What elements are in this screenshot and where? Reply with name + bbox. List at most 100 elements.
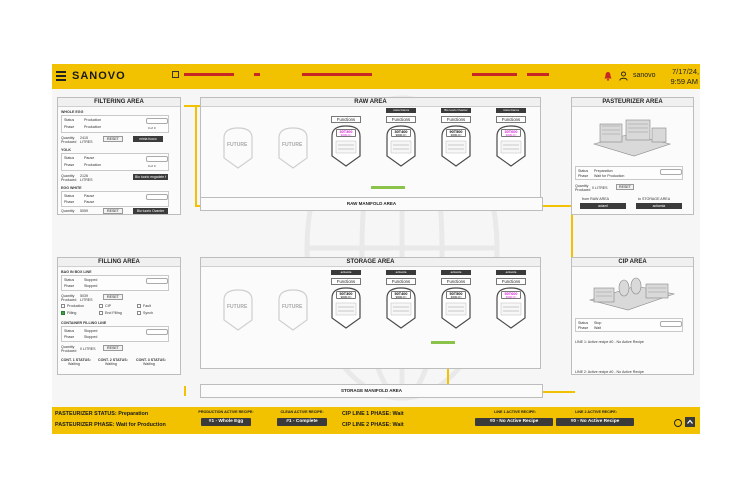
status-field[interactable] bbox=[146, 278, 168, 284]
functions-button[interactable]: Functions bbox=[496, 278, 526, 285]
panel-title: FILLING AREA bbox=[58, 258, 180, 267]
phase-label: Phase bbox=[64, 284, 75, 288]
status-field[interactable] bbox=[146, 118, 168, 124]
status-bar: PASTEURIZER STATUS: Preparation PASTEURI… bbox=[52, 407, 700, 434]
chevron-up-icon[interactable] bbox=[685, 417, 695, 427]
quantity-value: 2415 bbox=[80, 136, 88, 140]
functions-button[interactable]: Functions bbox=[441, 278, 471, 285]
checkbox-label: Filling bbox=[67, 311, 77, 315]
bell-icon[interactable] bbox=[603, 71, 613, 81]
menu-icon[interactable] bbox=[56, 71, 66, 81]
checkbox[interactable] bbox=[61, 311, 65, 315]
functions-button[interactable]: Functions bbox=[386, 278, 416, 285]
cip-line2-status: LINE 2: Active recipe #0 - No Active Rec… bbox=[575, 370, 644, 374]
date: 7/17/24, bbox=[672, 67, 700, 76]
alarm-strip[interactable] bbox=[172, 71, 582, 80]
container-status: Status Stopped Phase Stopped bbox=[61, 326, 169, 342]
tank-volume: 9000.0 l bbox=[395, 133, 407, 137]
status-label: Status bbox=[64, 156, 75, 160]
status-value: Pause bbox=[84, 156, 95, 160]
tank-recipe-button[interactable]: mista bianca bbox=[386, 108, 416, 113]
info-icon[interactable] bbox=[674, 419, 682, 427]
pipe bbox=[543, 391, 575, 393]
tank-recipe-button[interactable]: actiamla bbox=[386, 270, 416, 275]
checkbox[interactable] bbox=[99, 304, 103, 308]
destination-button[interactable]: Bio tuorlo engadele f bbox=[133, 174, 168, 180]
destination-button[interactable]: Bio tuorlo Ovanter bbox=[133, 208, 168, 214]
line-label: EGG WHITE bbox=[61, 186, 82, 190]
phase-label: Phase bbox=[64, 200, 75, 204]
cip-line1-phase: CIP LINE 1 PHASE: Wait bbox=[342, 411, 404, 417]
future-tank bbox=[221, 126, 255, 170]
status-field[interactable] bbox=[146, 329, 168, 335]
user-icon[interactable] bbox=[619, 71, 628, 81]
valve-bar[interactable] bbox=[371, 186, 405, 189]
storage-manifold-area[interactable]: STORAGE MANIFOLD AREA bbox=[200, 384, 543, 398]
status-label: Status bbox=[578, 321, 589, 325]
tank-recipe-button[interactable]: actiamla bbox=[331, 270, 361, 275]
phase-value: Production bbox=[84, 163, 102, 167]
pasteurizer-status: PASTEURIZER STATUS: Preparation bbox=[55, 411, 149, 417]
reset-button[interactable]: RESET bbox=[616, 184, 634, 190]
filtering-area-panel: FILTERING AREA WHOLE EGG Status Producti… bbox=[57, 97, 181, 215]
tank-volume: 9000.0 l bbox=[395, 295, 407, 299]
checkbox[interactable] bbox=[61, 304, 65, 308]
line1-recipe-badge[interactable]: #0 - No Active Recipe bbox=[475, 418, 553, 426]
checkbox[interactable] bbox=[137, 304, 141, 308]
destination-button[interactable]: mixta fuoco bbox=[133, 136, 163, 142]
panel-title: RAW AREA bbox=[201, 98, 540, 107]
raw-manifold-area[interactable]: RAW MANIFOLD AREA bbox=[200, 197, 543, 211]
reset-button[interactable]: RESET bbox=[103, 208, 123, 214]
production-recipe-badge[interactable]: #1 - Whole Egg bbox=[201, 418, 251, 426]
from-raw-button[interactable]: aciaml bbox=[580, 203, 626, 209]
functions-button[interactable]: Functions bbox=[331, 116, 361, 123]
checkbox[interactable] bbox=[99, 311, 103, 315]
line1-recipe-label: LINE 1 ACTIVE RECIPE: bbox=[494, 410, 536, 414]
tank-volume: 3000.0 l bbox=[505, 133, 517, 137]
reset-button[interactable]: RESET bbox=[103, 345, 123, 351]
status-field[interactable] bbox=[660, 169, 682, 175]
quantity-label: Quantity bbox=[61, 345, 75, 349]
reset-button[interactable]: RESET bbox=[103, 294, 123, 300]
checkbox[interactable] bbox=[137, 311, 141, 315]
pasteurizer-area-panel: PASTEURIZER AREA Status Preparation Phas… bbox=[571, 97, 694, 215]
tank-recipe-button[interactable]: actiamla bbox=[441, 270, 471, 275]
tank-recipe-button[interactable]: actiamla bbox=[496, 270, 526, 275]
tank-volume: 3000.0 l bbox=[450, 133, 462, 137]
tank-recipe-button[interactable]: mista bianca bbox=[496, 108, 526, 113]
tank-recipe-button[interactable]: Bio tuorlo Ovanter bbox=[441, 108, 471, 113]
status-field[interactable] bbox=[146, 194, 168, 200]
phase-value: Stopped bbox=[84, 335, 98, 339]
clean-recipe-badge[interactable]: #1 - Complete bbox=[277, 418, 327, 426]
phase-label: Phase bbox=[64, 335, 75, 339]
functions-button[interactable]: Functions bbox=[331, 278, 361, 285]
future-label: FUTURE bbox=[227, 304, 248, 310]
line2-recipe-badge[interactable]: #0 - No Active Recipe bbox=[556, 418, 634, 426]
functions-button[interactable]: Functions bbox=[441, 116, 471, 123]
tank-id: 50T300 bbox=[339, 292, 353, 296]
tank-id: 50T400 bbox=[394, 292, 408, 296]
valve-bar[interactable] bbox=[431, 341, 455, 344]
unit: LITRES bbox=[80, 178, 93, 182]
phase-value: Wait bbox=[594, 326, 602, 330]
status-field[interactable] bbox=[660, 321, 682, 327]
to-storage-button[interactable]: actiamla bbox=[636, 203, 682, 209]
status-field[interactable] bbox=[146, 156, 168, 162]
quantity-label: Quantity bbox=[61, 174, 75, 178]
functions-button[interactable]: Functions bbox=[496, 116, 526, 123]
tank-volume: 9000.0 l bbox=[340, 295, 352, 299]
tank-id: 30T600 bbox=[504, 130, 518, 134]
functions-button[interactable]: Functions bbox=[386, 116, 416, 123]
panel-title: CIP AREA bbox=[572, 258, 693, 267]
pipe bbox=[543, 205, 573, 207]
reset-button[interactable]: RESET bbox=[103, 136, 123, 142]
